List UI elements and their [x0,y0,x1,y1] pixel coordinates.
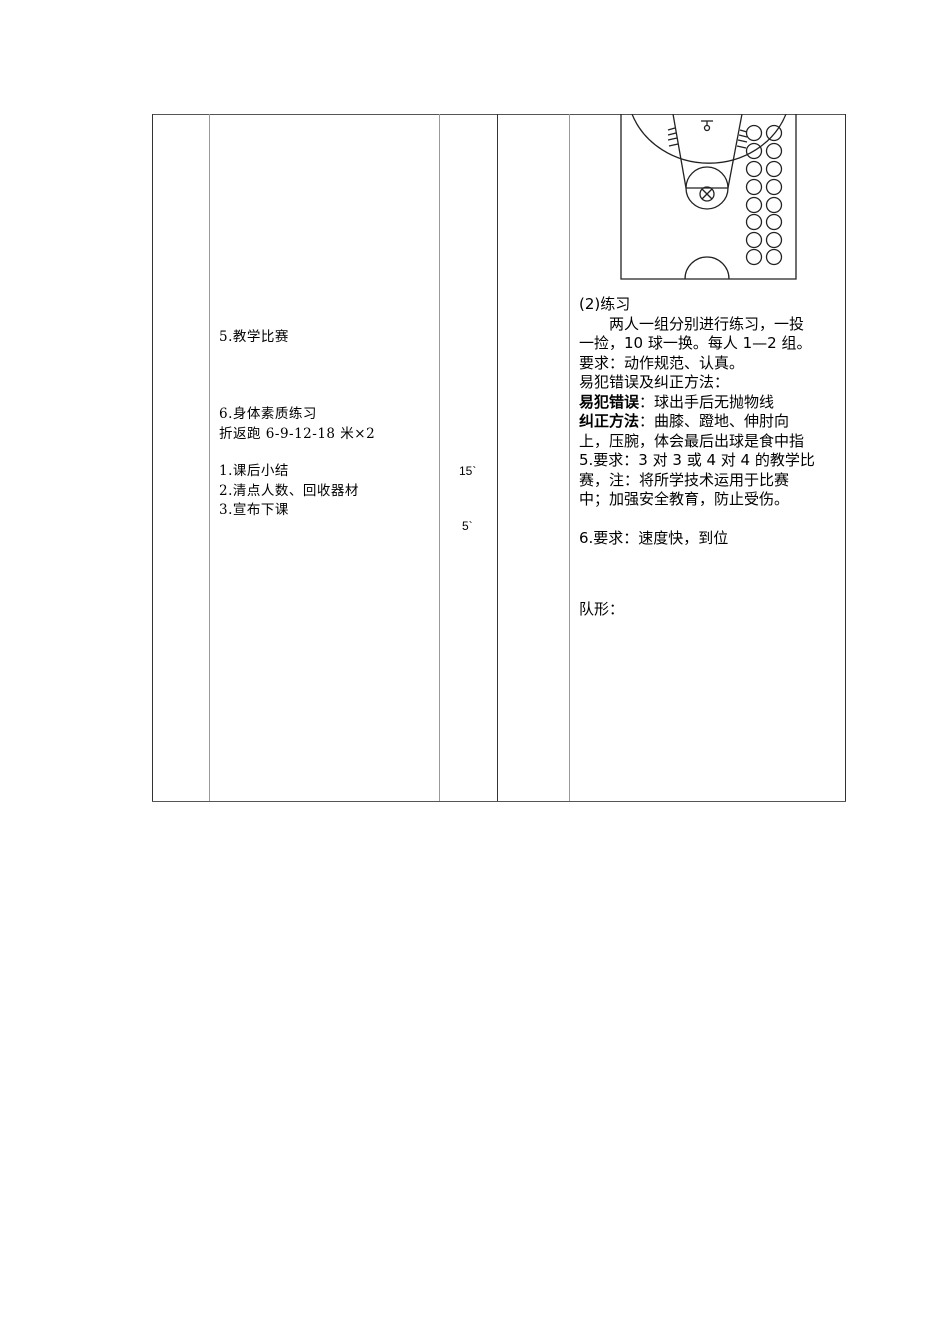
fix-row: 纠正方法：曲膝、蹬地、伸肘向 [579,412,815,432]
error-label: 易犯错误 [579,392,640,411]
table-border-left [152,114,153,801]
content-cell: 5.教学比赛 [219,328,289,348]
req5-line-3: 中；加强安全教育，防止受伤。 [579,490,790,508]
errors-heading: 易犯错误及纠正方法： [579,373,730,391]
lesson-plan-table [152,114,846,802]
req6: 6.要求：速度快，到位 [579,529,729,547]
practice-requirement: 要求：动作规范、认真。 [579,353,745,372]
ending-block: 1.课后小结 2.清点人数、回收器材 3.宣布下课 [219,462,359,521]
item-fitness-title: 6.身体素质练习 [219,406,317,422]
practice-line-1: 两人一组分别进行练习，一投 [609,314,805,333]
ending-item-3: 3.宣布下课 [219,502,289,518]
blank-line [579,510,815,530]
practice-heading: (2)练习 [579,295,631,313]
fix-label: 纠正方法 [579,412,640,430]
basketball-court-diagram [620,114,797,280]
column-divider-3 [497,114,498,801]
column-divider-2 [439,114,440,801]
error-row: 易犯错误：球出手后无抛物线 [579,393,815,413]
time-summary: 15` [459,464,477,478]
item-fitness-detail: 折返跑 6-9-12-18 米×2 [219,425,376,442]
formation-label: 队形： [579,600,625,618]
error-text: ：球出手后无抛物线 [639,392,775,411]
column-divider-4 [569,114,570,801]
hoop-icon [699,186,715,202]
table-border-right [845,114,846,801]
center-circle-half [684,256,730,280]
three-point-arc [631,114,787,164]
column-divider-1 [209,114,210,801]
fix-text-1: ：曲膝、蹬地、伸肘向 [639,412,790,430]
court-boundary [620,114,797,280]
player-formation [745,124,783,266]
req5-line-2: 赛，注：将所学技术运用于比赛 [579,470,790,489]
practice-line-2: 一捡，10 球一换。每人 1—2 组。 [579,334,812,352]
item-teaching-match: 5.教学比赛 [219,329,289,345]
req5-line-1: 5.要求：3 对 3 或 4 对 4 的教学比 [579,451,815,469]
fix-text-2: 上，压腕，体会最后出球是食中指 [579,431,805,450]
time-ending: 5` [462,519,473,533]
fitness-block: 6.身体素质练习 折返跑 6-9-12-18 米×2 [219,405,375,444]
method-cell: (2)练习 两人一组分别进行练习，一投 一捡，10 球一换。每人 1—2 组。 … [579,295,815,549]
ending-item-2: 2.清点人数、回收器材 [219,482,359,499]
ending-item-1: 1.课后小结 [219,463,289,479]
